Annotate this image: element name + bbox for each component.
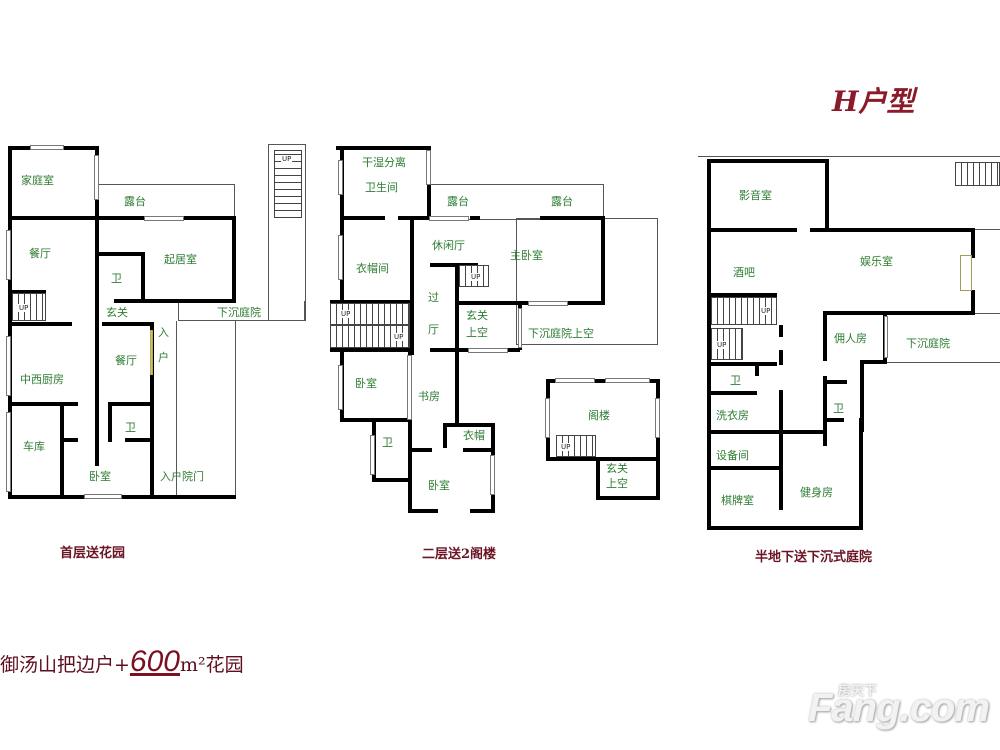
stair-up-label: UP <box>560 443 572 451</box>
label-hall-2: 厅 <box>428 323 439 336</box>
slogan-unit: m² <box>179 654 206 676</box>
room-family-room: 家庭室 <box>21 174 54 187</box>
room-bath-2: 卫 <box>125 421 136 434</box>
room-mahjong: 棋牌室 <box>721 494 754 507</box>
room-dining: 餐厅 <box>115 354 137 367</box>
stair-up-label: UP <box>340 310 352 318</box>
room-entertainment: 娱乐室 <box>860 255 893 268</box>
room-foyer: 玄关 <box>106 306 128 319</box>
label-dry-wet-separation: 干湿分离 <box>362 156 406 169</box>
room-servant: 佣人房 <box>834 332 867 345</box>
room-gym: 健身房 <box>800 486 833 499</box>
plan-title: H户型 <box>832 85 915 118</box>
room-garage: 车库 <box>23 440 45 453</box>
room-home-theater: 影音室 <box>739 189 772 202</box>
room-bath-1: 卫 <box>730 374 741 387</box>
slogan: 御汤山把边户+600m²花园 <box>0 645 244 679</box>
label-courtyard-void: 下沉庭院上空 <box>528 327 594 340</box>
room-lounge: 休闲厅 <box>432 239 465 252</box>
stair-up-label: UP <box>393 333 405 341</box>
stair-outline <box>268 144 306 321</box>
room-equipment: 设备间 <box>716 449 749 462</box>
room-laundry: 洗衣房 <box>716 409 749 422</box>
label-foyer-void-2: 上空 <box>466 326 488 339</box>
courtyard-void-outline <box>516 218 658 345</box>
room-walk-in-closet: 衣帽间 <box>356 262 389 275</box>
label-entry-2: 户 <box>158 351 169 364</box>
slogan-area: 600 <box>129 645 180 678</box>
stair-basement-outside <box>955 162 1000 186</box>
garden-outline <box>178 301 305 321</box>
slogan-suffix: 花园 <box>205 654 244 676</box>
label-foyer-void-1: 玄关 <box>466 309 488 322</box>
room-terrace-2: 露台 <box>551 195 573 208</box>
stair-second-main-upper <box>330 303 410 325</box>
caption-ground-floor: 首层送花园 <box>60 546 126 561</box>
room-bathroom: 卫生间 <box>365 181 398 194</box>
room-study: 书房 <box>418 390 440 403</box>
ground-line <box>698 156 1000 157</box>
stair-up-label: UP <box>470 273 482 281</box>
room-bar: 酒吧 <box>733 266 755 279</box>
room-bedroom-2: 卧室 <box>428 479 450 492</box>
room-bath-2: 卫 <box>833 402 844 415</box>
label-entry-1: 入 <box>158 326 169 339</box>
room-living-room: 起居室 <box>164 253 197 266</box>
label-attic-foyer-void-1: 玄关 <box>606 462 628 475</box>
room-yard-gate: 入户院门 <box>160 470 204 483</box>
room-bath: 卫 <box>382 436 393 449</box>
room-closet: 衣帽 <box>463 429 485 442</box>
room-bedroom-1: 卧室 <box>355 377 377 390</box>
stair-up-label: UP <box>760 307 772 315</box>
room-attic: 阁楼 <box>588 409 610 422</box>
stair-attic <box>556 435 596 457</box>
terrace-outline <box>98 184 235 220</box>
caption-second-floor: 二层送2阁楼 <box>422 547 497 562</box>
watermark-cn: 房天下 <box>838 684 878 699</box>
room-sunken-courtyard: 下沉庭院 <box>906 337 950 350</box>
stair-up-label: UP <box>281 155 293 163</box>
room-terrace-1: 露台 <box>447 195 469 208</box>
room-sunken-courtyard: 下沉庭院 <box>217 306 261 319</box>
room-dining-upper: 餐厅 <box>29 247 51 260</box>
watermark-logo: Fang.com <box>808 686 990 730</box>
caption-basement: 半地下送下沉式庭院 <box>755 550 873 565</box>
room-master-bedroom: 主卧室 <box>510 249 543 262</box>
label-hall-1: 过 <box>428 291 439 304</box>
room-terrace: 露台 <box>124 195 146 208</box>
stair-up-label: UP <box>18 304 30 312</box>
label-attic-foyer-void-2: 上空 <box>606 477 628 490</box>
room-bath-1: 卫 <box>111 272 122 285</box>
room-bedroom: 卧室 <box>89 470 111 483</box>
stair-second-main-lower <box>330 325 410 348</box>
stair-up-label: UP <box>716 341 728 349</box>
slogan-prefix: 御汤山把边户+ <box>0 654 130 676</box>
room-kitchen: 中西厨房 <box>20 373 64 386</box>
